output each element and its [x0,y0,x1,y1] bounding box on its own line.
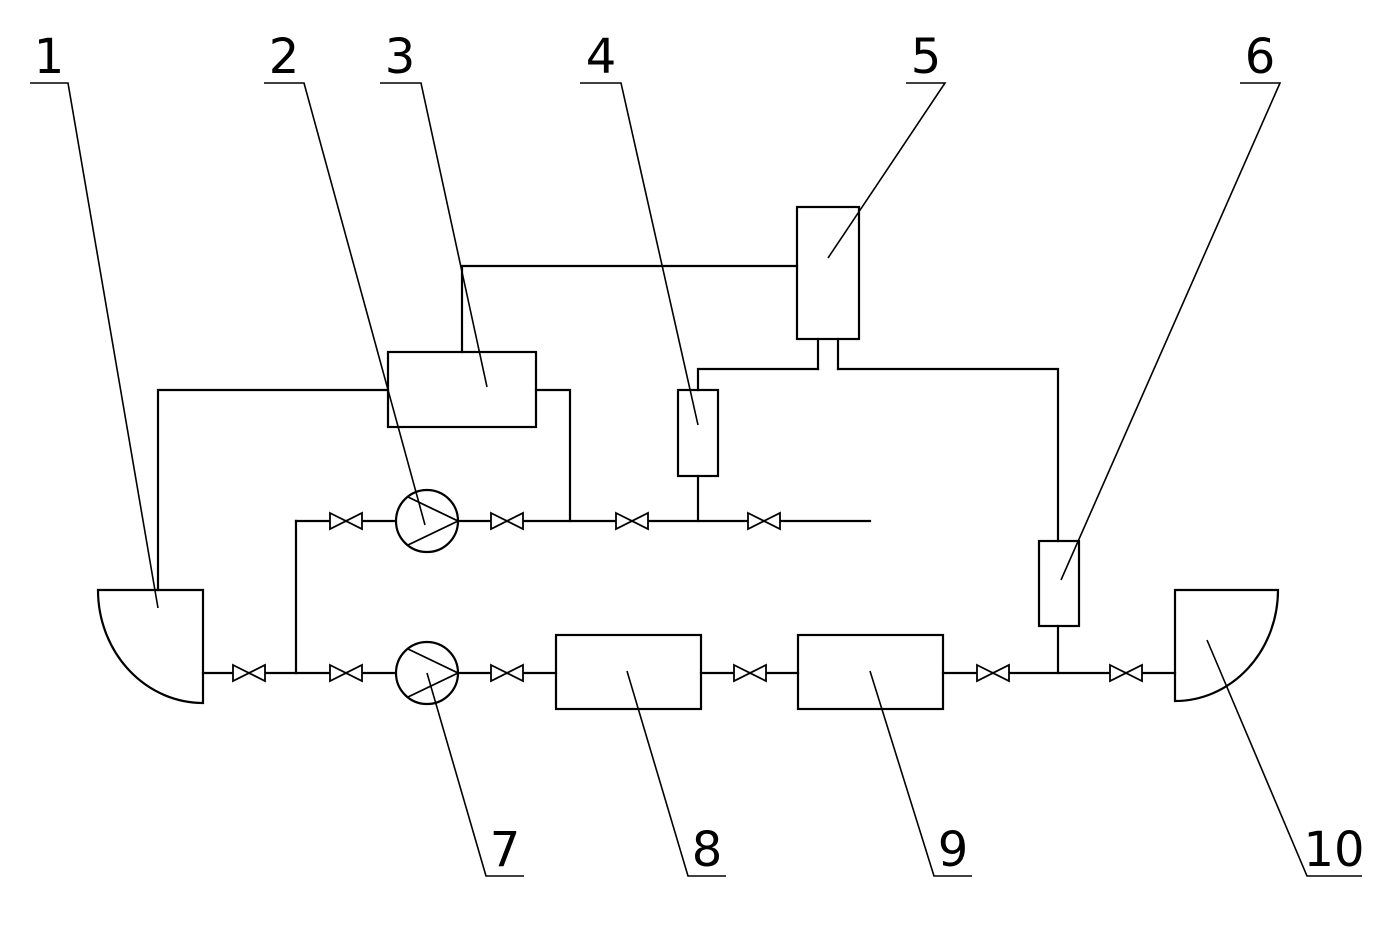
valve-icon [976,663,1010,683]
unit-9 [796,633,945,711]
valve-icon [329,663,363,683]
leader-3 [380,82,488,388]
label-10: 10 [1303,822,1364,878]
pipe-unit3-to-upper-branch [534,388,572,523]
tank-1 [96,588,205,705]
unit-3 [386,350,538,429]
label-4: 4 [586,29,617,85]
leader-2 [264,82,426,526]
valve-icon [329,511,363,531]
leader-5 [827,82,947,259]
label-9: 9 [938,822,969,878]
unit-8 [554,633,703,711]
leader-10 [1206,639,1362,877]
unit-5 [795,205,861,341]
label-3: 3 [385,29,416,85]
leader-lines [30,82,1362,877]
valves [232,511,1143,683]
leader-1 [30,82,159,609]
valve-icon [1109,663,1143,683]
leader-4 [580,82,699,426]
leader-8 [626,670,726,877]
pipe-unit3-to-unit5 [460,264,799,354]
equipment [96,205,1280,711]
valve-icon [490,663,524,683]
leader-9 [869,670,972,877]
valve-icon [615,511,649,531]
pipe-tank1-to-unit3 [156,388,390,592]
valve-icon [733,663,767,683]
label-2: 2 [269,29,300,85]
leader-7 [426,672,524,877]
label-8: 8 [692,822,723,878]
sensor-6 [1037,539,1081,628]
leader-6 [1060,82,1282,581]
label-6: 6 [1245,29,1276,85]
label-7: 7 [490,822,521,878]
sensor-4 [676,388,720,478]
valve-icon [232,663,266,683]
tank-10 [1173,588,1280,703]
valve-icon [747,511,781,531]
pump-2 [394,488,461,554]
label-5: 5 [911,29,942,85]
valve-icon [490,511,524,531]
label-1: 1 [34,29,65,85]
callout-labels: 1 2 3 4 5 6 7 8 9 10 [34,29,1365,878]
piping [156,264,1177,675]
pipe-unit5-to-sensor6 [836,367,1060,543]
pipe-unit5-to-sensor4 [696,367,820,392]
